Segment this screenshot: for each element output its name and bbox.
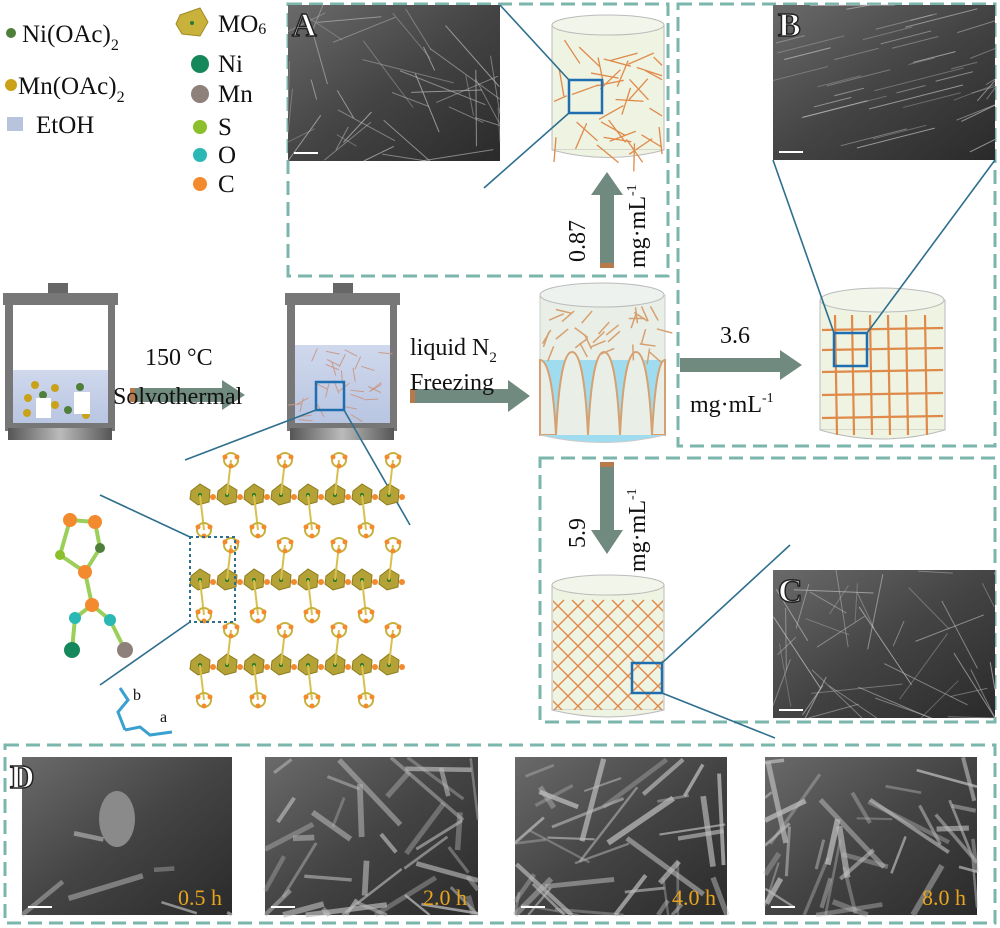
legend-o: O <box>218 142 236 169</box>
legend-ni: Ni <box>218 51 243 78</box>
panel-d-border <box>3 743 997 925</box>
zoom-box <box>630 661 664 695</box>
legend-atoms: MO6 Ni Mn S O C <box>175 7 266 198</box>
o-atom-icon <box>193 148 207 162</box>
axis-b-label: b <box>133 687 141 704</box>
panel-label-a: A <box>292 7 317 44</box>
zoom-box <box>567 78 604 115</box>
freezing-label: Freezing <box>410 370 494 396</box>
autoclave-product <box>285 283 400 440</box>
arrow-to-a-icon <box>591 172 623 268</box>
concentration-c-unit: mg·mL-1 <box>625 488 651 572</box>
sem-image-b <box>772 4 996 160</box>
liquid-n2-label: liquid N2 <box>410 335 497 366</box>
unit-highlight-box <box>189 536 236 623</box>
legend-mn-acetate: Mn(OAc)2 <box>18 73 125 106</box>
legend-ni-acetate: Ni(OAc)2 <box>22 21 119 54</box>
concentration-b-value: 3.6 <box>720 323 750 349</box>
temperature-label: 150 °C <box>145 345 213 371</box>
autoclave-precursor <box>3 283 118 440</box>
time-label-0-5h: 0.5 h <box>178 885 222 910</box>
panel-c-border <box>538 456 997 724</box>
s-atom-icon <box>193 120 207 134</box>
axis-a-label: a <box>160 709 167 726</box>
crystal-axes-icon <box>116 687 173 737</box>
legend-s: S <box>218 114 232 141</box>
panel-label-c: C <box>778 573 803 610</box>
cylinder-b-aligned-network <box>819 287 946 440</box>
ligand-coordination-molecule <box>55 513 133 658</box>
cylinder-a-random-network <box>551 14 665 172</box>
ni-acetate-dot-icon <box>6 28 16 38</box>
sem-image-a <box>287 4 501 162</box>
c-atom-icon <box>193 177 207 191</box>
sem-image-8-0h <box>762 756 979 918</box>
panel-label-d: D <box>10 759 35 796</box>
concentration-a-value: 0.87 <box>565 220 591 262</box>
solvothermal-label: Solvothermal <box>113 384 243 410</box>
legend-etoh: EtOH <box>36 112 94 139</box>
ni-atom-icon <box>191 55 209 73</box>
panel-b-border <box>676 2 997 448</box>
crystal-structure-lattice <box>189 452 405 709</box>
time-label-2-0h: 2.0 h <box>423 885 467 910</box>
solvothermal-arrow-icon <box>130 380 245 410</box>
sem-image-4-0h <box>513 757 730 917</box>
concentration-b-unit: mg·mL-1 <box>690 391 774 418</box>
sem-image-2-0h <box>263 756 480 918</box>
freezing-arrow-icon <box>410 380 530 412</box>
arrow-to-b-icon <box>680 350 802 380</box>
frozen-cylinder <box>539 282 673 443</box>
legend-mn: Mn <box>218 81 253 108</box>
arrow-to-c-icon <box>591 462 623 554</box>
zoom-box <box>314 380 346 412</box>
sem-image-0-5h <box>20 757 233 917</box>
sem-image-c <box>772 569 996 719</box>
time-label-8-0h: 8.0 h <box>922 885 966 910</box>
legend-mo6: MO6 <box>218 11 266 38</box>
concentration-a-unit: mg·mL-1 <box>625 184 651 268</box>
concentration-c-value: 5.9 <box>565 518 591 548</box>
mn-atom-icon <box>191 85 209 103</box>
etoh-square-icon <box>7 117 23 131</box>
legend-c: C <box>218 171 235 198</box>
mn-acetate-dot-icon <box>5 79 17 91</box>
zoom-box <box>832 331 869 368</box>
time-label-4-0h: 4.0 h <box>672 885 716 910</box>
cylinder-c-mesh-network <box>551 574 665 718</box>
panel-label-b: B <box>778 7 801 44</box>
legend-reagents: Ni(OAc)2 Mn(OAc)2 EtOH <box>5 21 125 139</box>
